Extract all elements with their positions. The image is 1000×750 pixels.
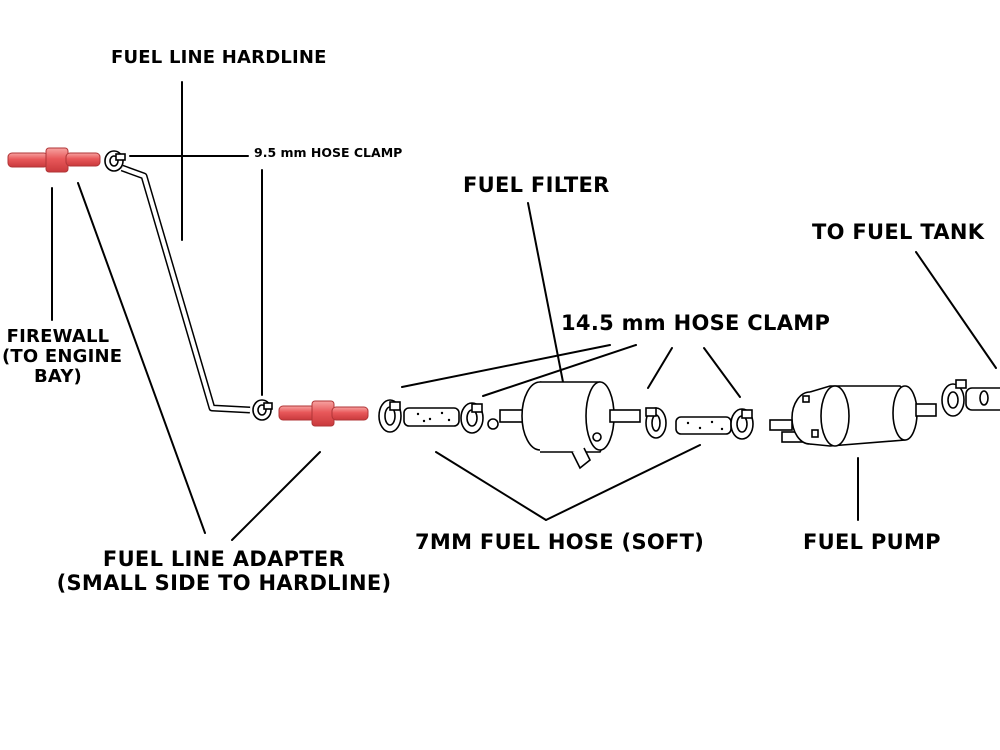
label-firewall: FIREWALL (TO ENGINE BAY) (2, 326, 123, 388)
hose-clamp-small-bottom (252, 399, 273, 421)
label-hose-clamp-14-5mm: 14.5 mm HOSE CLAMP (561, 311, 831, 335)
label-fuel-line-hardline: FUEL LINE HARDLINE (111, 47, 327, 68)
label-firewall-line-3: BAY) (34, 366, 82, 388)
label-firewall-line-1: FIREWALL (6, 326, 110, 347)
leader-lines (51, 81, 997, 541)
label-fuel-line-adapter: FUEL LINE ADAPTER (SMALL SIDE TO HARDLIN… (52, 547, 396, 595)
label-firewall-line-2: (TO ENGINE (2, 346, 123, 368)
fuel-line-adapter-firewall (7, 147, 101, 173)
hose-clamp-large-5 (941, 379, 967, 417)
fuel-line-adapter-middle (278, 400, 369, 427)
fuel-hose-soft-1 (403, 407, 460, 427)
label-to-fuel-tank: TO FUEL TANK (812, 220, 985, 244)
hose-clamp-small-top (104, 150, 126, 172)
label-fuel-pump: FUEL PUMP (803, 530, 941, 554)
fuel-pump (769, 385, 937, 447)
label-hose-clamp-9-5mm: 9.5 mm HOSE CLAMP (254, 145, 403, 160)
label-fuel-hose-soft: 7MM FUEL HOSE (SOFT) (415, 530, 705, 554)
hose-clamp-large-1 (378, 399, 402, 433)
label-fuel-filter: FUEL FILTER (463, 173, 610, 197)
hose-clamp-large-2 (460, 402, 499, 434)
label-fuel-line-adapter-line-2: (SMALL SIDE TO HARDLINE) (56, 570, 392, 595)
fuel-tank-hose-connector (965, 387, 1000, 411)
hardline-tube (120, 164, 251, 414)
hose-clamp-large-4 (730, 408, 754, 440)
hose-clamp-large-3 (645, 407, 667, 439)
label-fuel-line-adapter-line-1: FUEL LINE ADAPTER (102, 547, 346, 571)
fuel-hose-soft-2 (675, 416, 732, 435)
fuel-filter (499, 381, 641, 470)
